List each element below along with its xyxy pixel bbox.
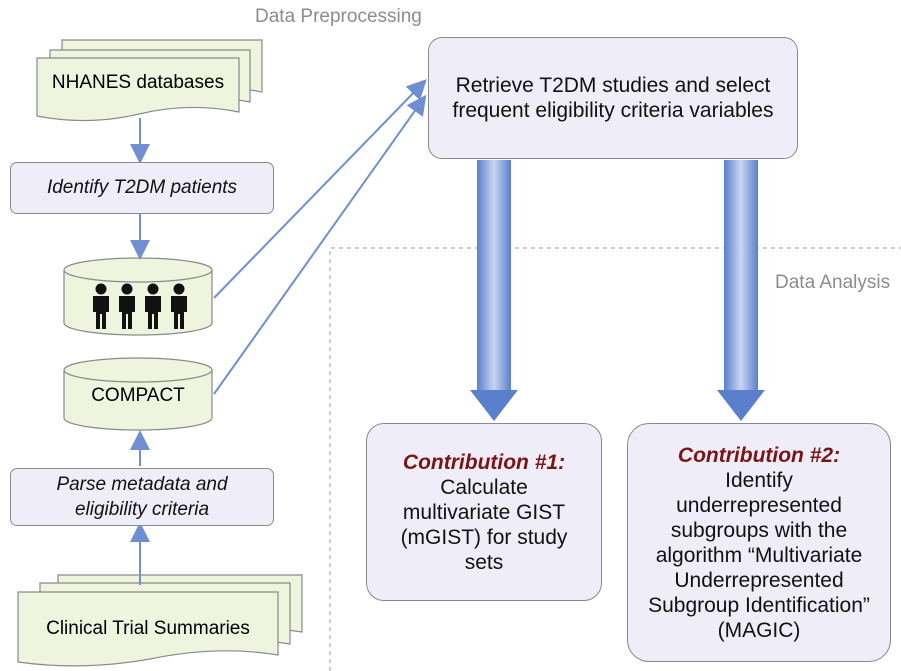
person-icon (171, 283, 187, 329)
contribution1-box: Contribution #1: Calculate multivariate … (366, 423, 602, 601)
arrow-compact-to-retrieve (213, 94, 427, 395)
identify-t2dm-label: Identify T2DM patients (46, 177, 238, 198)
retrieve-studies-box: Retrieve T2DM studies and select frequen… (428, 37, 798, 159)
big-arrow-to-contribution2 (717, 160, 765, 421)
data-analysis-label: Data Analysis (775, 272, 891, 293)
person-icon (93, 283, 109, 329)
identify-t2dm-box: Identify T2DM patients (10, 162, 274, 214)
contribution1-text: Calculate multivariate GIST (mGIST) for … (400, 475, 568, 574)
contribution2-box: Contribution #2: Identify underrepresent… (627, 423, 891, 662)
nhanes-document-stack (36, 39, 263, 122)
big-arrow-to-contribution1 (470, 160, 518, 421)
person-icon (145, 283, 161, 329)
retrieve-studies-label: Retrieve T2DM studies and select frequen… (452, 74, 774, 122)
parse-metadata-label: Parse metadata and eligibility criteria (56, 474, 228, 520)
analysis-boundary (329, 247, 901, 671)
compact-label: COMPACT (91, 385, 185, 406)
parse-metadata-box: Parse metadata and eligibility criteria (10, 468, 274, 526)
contribution2-heading: Contribution #2: (677, 443, 841, 467)
person-icon (119, 283, 135, 329)
patient-icons (90, 283, 190, 331)
clinical-trials-document-stack (17, 574, 303, 667)
contribution2-text: Identify underrepresented subgroups with… (648, 468, 870, 642)
clinical-trials-label: Clinical Trial Summaries (46, 618, 250, 639)
compact-database-cylinder (63, 357, 213, 431)
left-flow-arrows (130, 79, 427, 585)
arrow-patients-to-retrieve (213, 79, 427, 299)
contribution1-heading: Contribution #1: (402, 450, 566, 474)
nhanes-label: NHANES databases (51, 72, 225, 93)
data-preprocessing-label: Data Preprocessing (255, 6, 422, 27)
